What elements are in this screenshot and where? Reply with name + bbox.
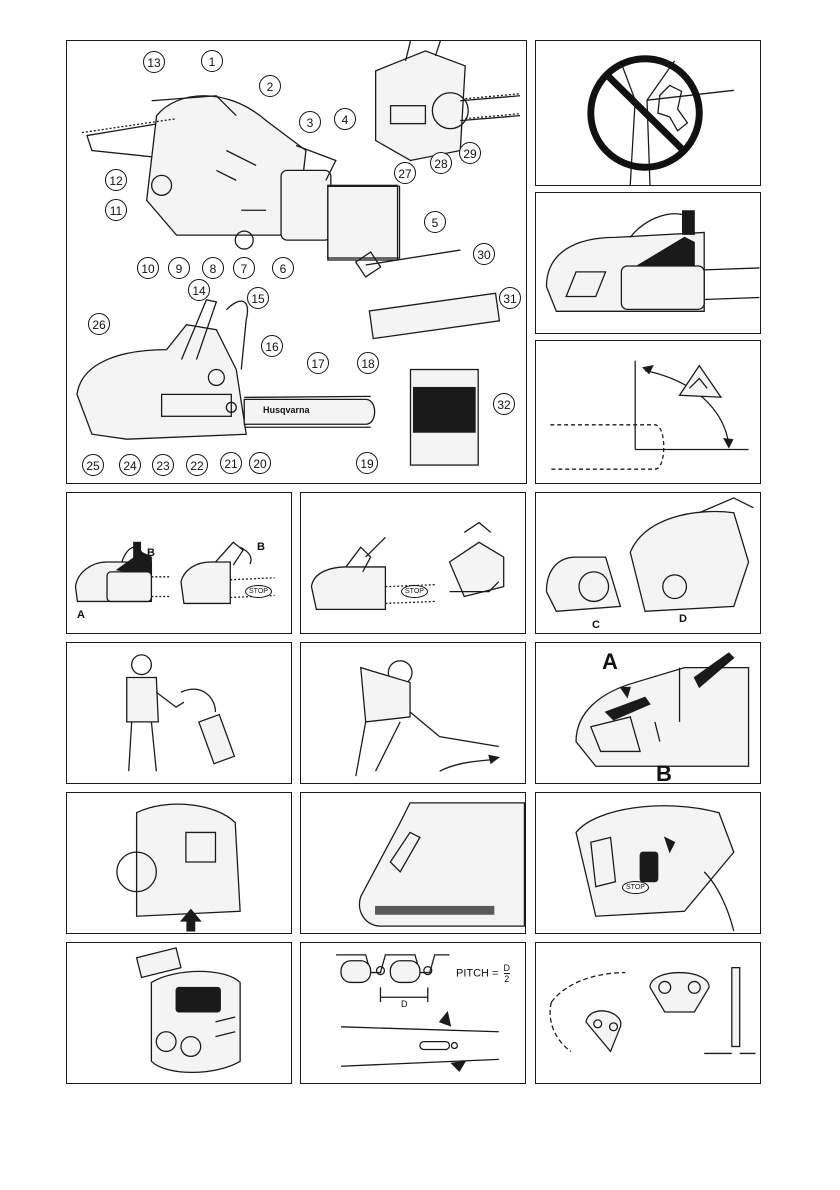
- label-b-right: B: [257, 541, 265, 553]
- air-filter-illustration: [135, 947, 241, 1074]
- callout-13: 13: [143, 51, 165, 73]
- callout-2: 2: [259, 75, 281, 97]
- callout-21: 21: [220, 452, 242, 474]
- callout-16: 16: [261, 335, 283, 357]
- label-b-big: B: [656, 761, 672, 784]
- callout-9: 9: [168, 257, 190, 279]
- no-tree-climbing-panel: [535, 40, 761, 186]
- kickback-zone-panel: A B: [535, 642, 761, 784]
- pitch-denominator: 2: [504, 974, 510, 984]
- callout-30: 30: [473, 243, 495, 265]
- chain-brake-ab-illustration: [74, 541, 275, 605]
- front-hand-guard-panel: [535, 192, 761, 334]
- lower-saw: [76, 299, 376, 440]
- callout-17: 17: [307, 352, 329, 374]
- callout-7: 7: [233, 257, 255, 279]
- stop-switch-panel: STOP: [535, 792, 761, 934]
- callout-20: 20: [249, 452, 271, 474]
- callout-18: 18: [357, 352, 379, 374]
- callout-32: 32: [493, 393, 515, 415]
- callout-26: 26: [88, 313, 110, 335]
- pitch-numerator: D: [503, 963, 511, 974]
- chain-pitch-illustration: [336, 954, 499, 1072]
- posture-illustration: [355, 660, 500, 777]
- label-a-big: A: [602, 649, 618, 674]
- callout-14: 14: [188, 279, 210, 301]
- cutting-posture-panel: [300, 642, 526, 784]
- bar-mount-panel: [300, 792, 526, 934]
- chain-brake-activate-panel: STOP: [300, 492, 526, 634]
- inset-box: [327, 185, 401, 259]
- callout-12: 12: [105, 169, 127, 191]
- label-d: D: [679, 613, 687, 625]
- kickback-illustration: [550, 360, 749, 470]
- combination-spanner: [354, 249, 461, 278]
- operator-illustration: [126, 654, 236, 772]
- callout-23: 23: [152, 454, 174, 476]
- callout-1: 1: [201, 50, 223, 72]
- chain-catcher-illustration: [116, 803, 241, 932]
- side-cover: [374, 41, 521, 162]
- kickback-zone-illustration: [575, 652, 750, 767]
- callout-6: 6: [272, 257, 294, 279]
- kickback-panel: [535, 340, 761, 484]
- chain-brake-activate-illustration: [310, 521, 505, 610]
- callout-31: 31: [499, 287, 521, 309]
- callout-8: 8: [202, 257, 224, 279]
- label-c: C: [592, 619, 600, 631]
- callout-29: 29: [459, 142, 481, 164]
- callout-5: 5: [424, 211, 446, 233]
- brand-logo-bar: Husqvarna: [263, 405, 310, 415]
- callout-25: 25: [82, 454, 104, 476]
- stop-badge-1: STOP: [245, 585, 272, 598]
- prohibition-illustration: [587, 55, 734, 185]
- callout-15: 15: [247, 287, 269, 309]
- callout-4: 4: [334, 108, 356, 130]
- overview-illustration: [76, 41, 521, 466]
- hand-guard-illustration: [545, 210, 760, 312]
- callout-27: 27: [394, 162, 416, 184]
- felling-operator-panel: [66, 642, 292, 784]
- callout-10: 10: [137, 257, 159, 279]
- clutch-cover-panel: C D: [535, 492, 761, 634]
- pitch-dimension-label: D: [401, 999, 408, 1009]
- clutch-cover-illustration: [545, 497, 754, 612]
- callout-3: 3: [299, 111, 321, 133]
- stop-badge-3: STOP: [622, 881, 649, 894]
- cutter-illustration: [549, 967, 756, 1055]
- callout-11: 11: [105, 199, 127, 221]
- label-b-left: B: [147, 547, 155, 559]
- pitch-formula: PITCH = D 2: [456, 963, 511, 984]
- chain-brake-ab-panel: B A B STOP: [66, 492, 292, 634]
- upper-saw: [86, 95, 399, 261]
- air-filter-panel: [66, 942, 292, 1084]
- chain-catcher-panel: [66, 792, 292, 934]
- pitch-formula-text: PITCH =: [456, 967, 499, 980]
- bar-mount-illustration: [358, 802, 525, 927]
- chain-pitch-panel: D PITCH = D 2: [300, 942, 526, 1084]
- label-a: A: [77, 609, 85, 621]
- stop-badge-2: STOP: [401, 585, 428, 598]
- overview-panel: Husqvarna 13 1 2 3 4 12 11 5 10 9 8 7 6 …: [66, 40, 527, 484]
- callout-22: 22: [186, 454, 208, 476]
- cutter-panel: [535, 942, 761, 1084]
- callout-24: 24: [119, 454, 141, 476]
- callout-28: 28: [430, 152, 452, 174]
- bar-guard: [368, 292, 501, 340]
- callout-19: 19: [356, 452, 378, 474]
- stop-switch-illustration: [575, 805, 735, 932]
